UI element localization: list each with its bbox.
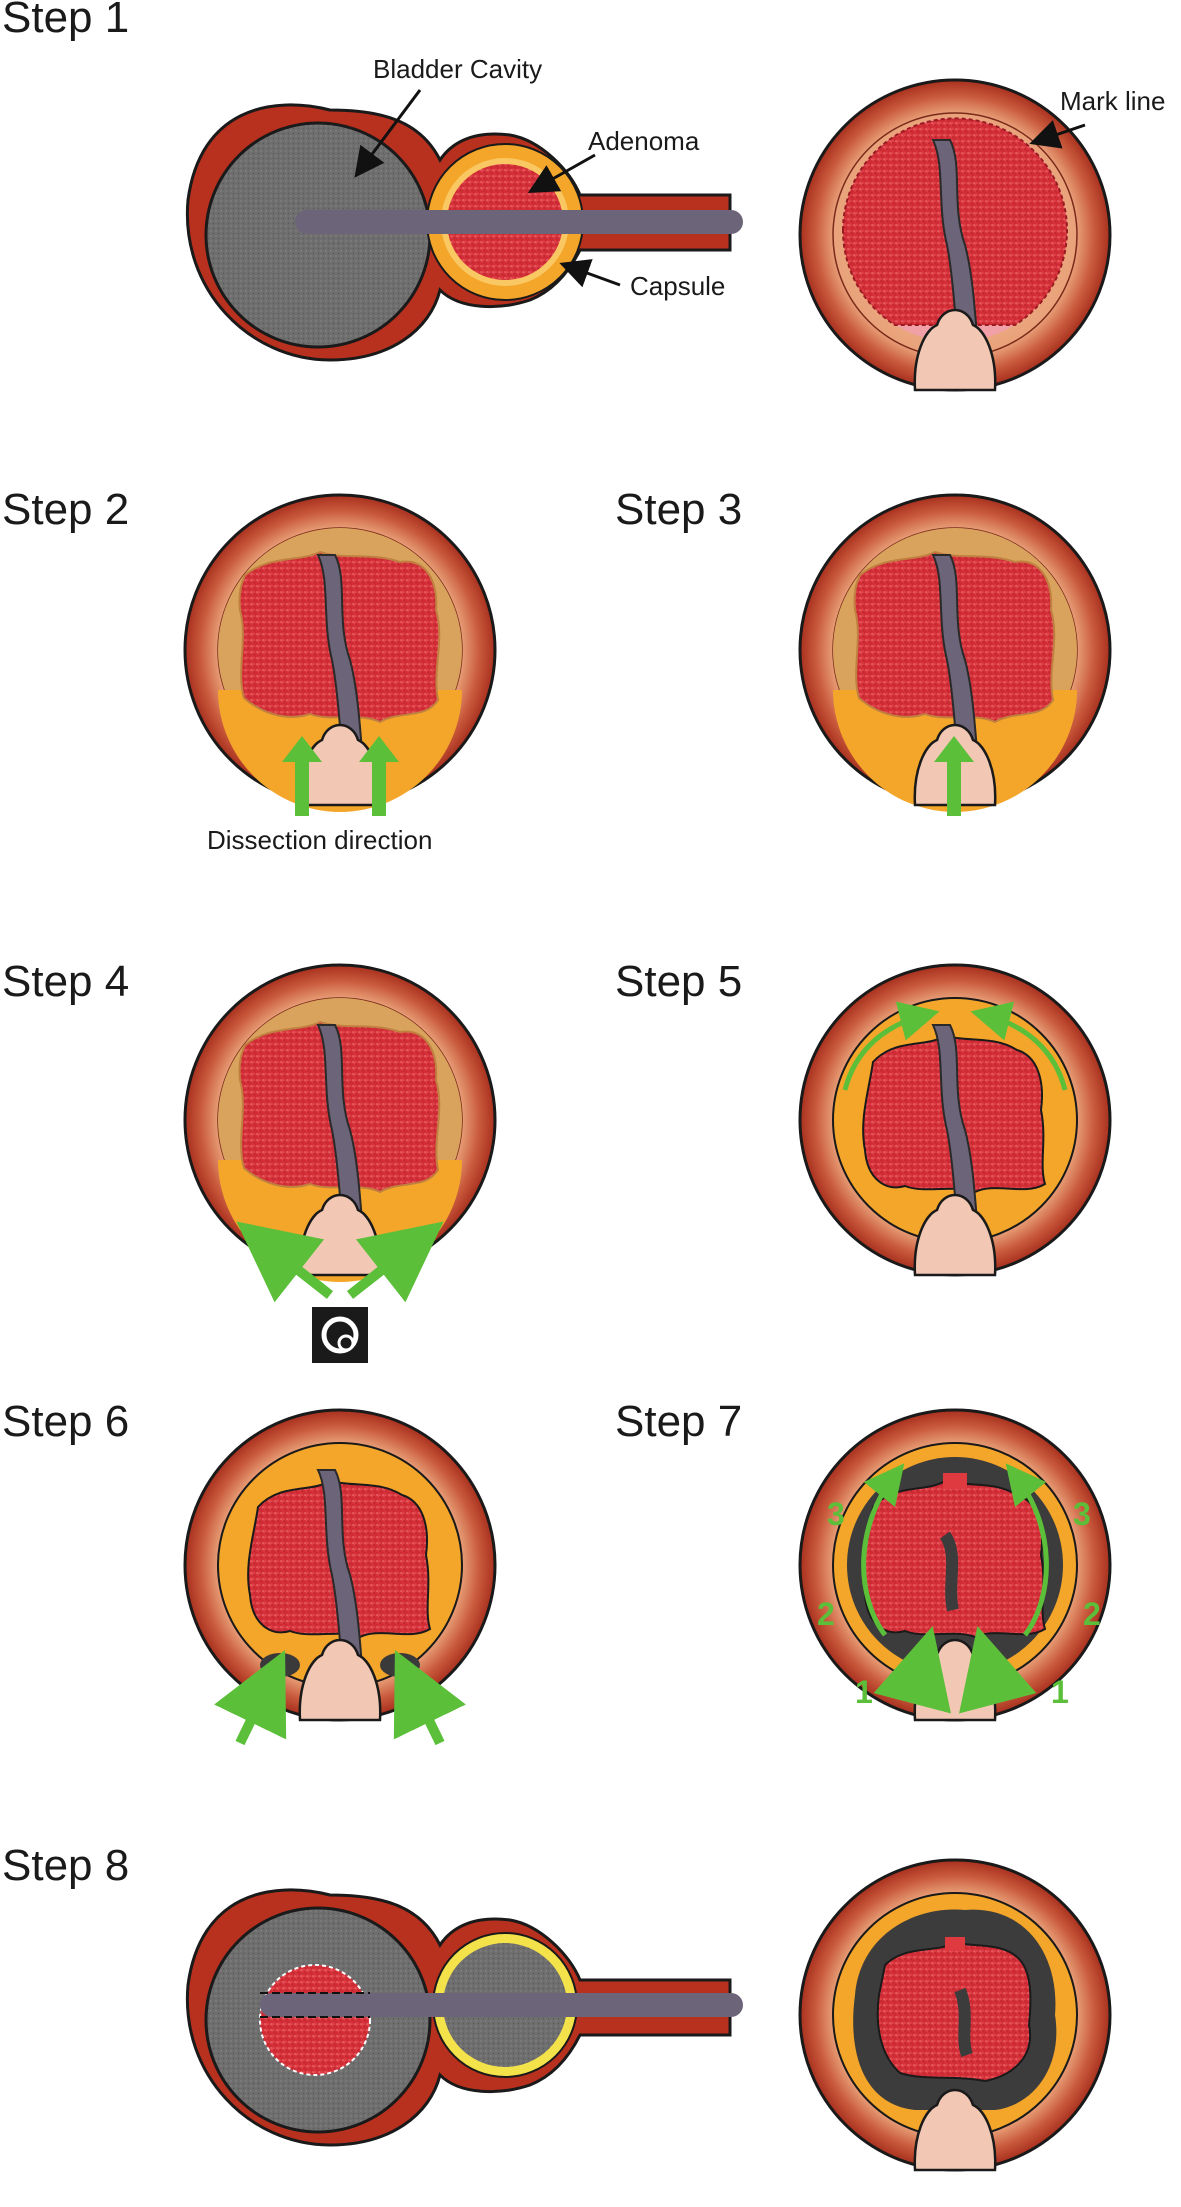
bladder-cavity	[204, 121, 432, 349]
step8-sagittal-view	[185, 1888, 743, 2147]
step5-view	[798, 963, 1112, 1277]
step-3-label: Step 3	[615, 485, 742, 534]
step7-number-left-2: 2	[817, 1596, 835, 1632]
step7-view: 3 3 2 2 1 1	[798, 1408, 1112, 1722]
step1-endoscopic-view: Mark line	[798, 78, 1165, 392]
step2-view: Dissection direction	[183, 493, 497, 855]
step-4-label: Step 4	[2, 957, 129, 1006]
step-6-label: Step 6	[2, 1397, 129, 1446]
step7-number-right-2: 2	[1083, 1596, 1101, 1632]
step4-view	[183, 963, 497, 1363]
mark-line-label: Mark line	[1060, 86, 1165, 116]
step-2-label: Step 2	[2, 485, 129, 534]
enucleated-adenoma	[259, 1964, 371, 2076]
step-7-label: Step 7	[615, 1397, 742, 1446]
step7-number-right-1: 1	[1051, 1674, 1069, 1710]
step7-number-left-1: 1	[855, 1674, 873, 1710]
step6-view	[183, 1408, 497, 1746]
step-1-label: Step 1	[2, 0, 129, 42]
dissection-direction-label: Dissection direction	[207, 825, 432, 855]
step7-number-left-3: 3	[827, 1496, 845, 1532]
bladder-cavity-label: Bladder Cavity	[373, 54, 542, 84]
step-5-label: Step 5	[615, 957, 742, 1006]
adenoma-label: Adenoma	[588, 126, 700, 156]
morcellator-icon	[312, 1307, 368, 1363]
step7-number-right-3: 3	[1073, 1496, 1091, 1532]
step3-view	[798, 493, 1112, 816]
capsule-label: Capsule	[630, 271, 725, 301]
step1-sagittal-view: Bladder Cavity Adenoma Capsule	[185, 54, 743, 362]
step-8-label: Step 8	[2, 1841, 129, 1890]
step8-endoscopic-view	[798, 1858, 1112, 2172]
resectoscope	[295, 210, 743, 234]
